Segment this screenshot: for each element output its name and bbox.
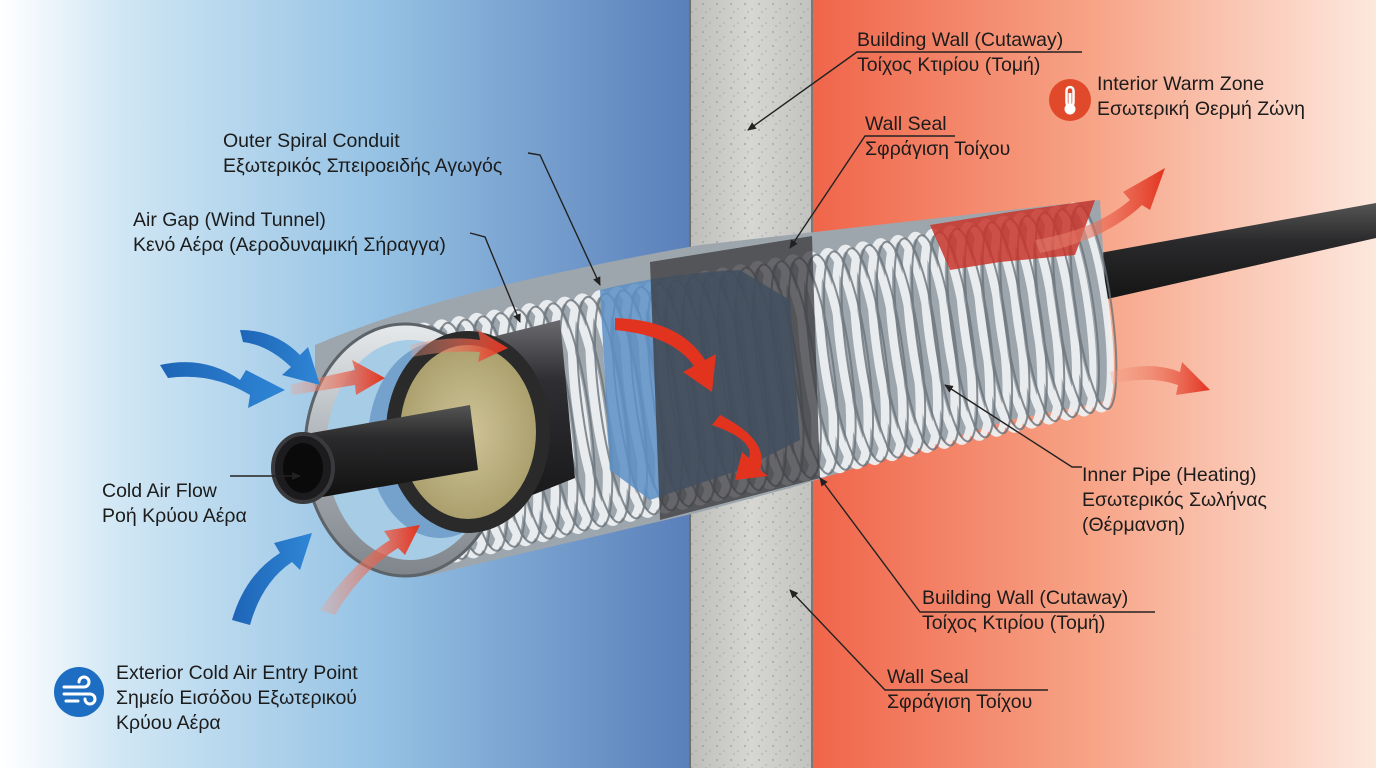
label-en: Building Wall (Cutaway) [922,587,1129,609]
label-en: Inner Pipe (Heating) [1082,464,1257,486]
label-en: Building Wall (Cutaway) [857,29,1064,51]
label-el: Κενό Αέρα (Αεροδυναμική Σήραγγα) [133,234,446,256]
conduit-rib-shadow [875,240,927,455]
label-inner-pipe: Inner Pipe (Heating) Εσωτερικός Σωλήνας … [1082,463,1267,538]
label-interior-warm-zone: Interior Warm Zone Εσωτερική Θερμή Ζώνη [1097,72,1305,122]
label-el-2: (Θέρμανση) [1082,514,1186,536]
conduit-rib-shadow [823,250,874,467]
label-el: Σημείο Εισόδου Εξωτερικού [116,687,357,709]
label-en: Exterior Cold Air Entry Point [116,662,358,684]
label-building-wall-top: Building Wall (Cutaway) Τοίχος Κτιρίου (… [857,28,1063,78]
label-el: Σφράγιση Τοίχου [887,691,1033,713]
label-en: Wall Seal [887,666,969,688]
label-el: Τοίχος Κτιρίου (Τομή) [857,54,1041,76]
label-exterior-entry: Exterior Cold Air Entry Point Σημείο Εισ… [116,661,358,736]
label-en: Interior Warm Zone [1097,73,1265,95]
label-wall-seal-bottom: Wall Seal Σφράγιση Τοίχου [887,665,1032,715]
conduit-rib-shadow [911,234,961,447]
thermometer-icon [1049,79,1091,121]
label-el: Εξωτερικός Σπειροειδής Αγωγός [223,155,503,177]
conduit-rib-shadow [840,247,892,463]
label-en: Wall Seal [865,113,947,135]
label-el-2: Κρύου Αέρα [116,712,221,734]
cold-air-arrows [160,330,320,625]
label-en: Cold Air Flow [102,480,217,502]
warm-air-arrows [290,168,1210,615]
label-outer-spiral-conduit: Outer Spiral Conduit Εξωτερικός Σπειροει… [223,129,502,179]
wind-icon [54,667,104,717]
label-en: Outer Spiral Conduit [223,130,400,152]
inner-pipe-left [271,320,575,533]
conduit-rib-shadow [858,243,909,459]
label-air-gap: Air Gap (Wind Tunnel) Κενό Αέρα (Αεροδυν… [133,208,446,258]
conduit-rib-shadow [893,237,944,451]
label-el: Σφράγιση Τοίχου [865,138,1011,160]
label-el: Ροή Κρύου Αέρα [102,505,247,527]
label-building-wall-bottom: Building Wall (Cutaway) Τοίχος Κτιρίου (… [922,586,1128,636]
label-el: Τοίχος Κτιρίου (Τομή) [922,612,1106,634]
label-wall-seal-top: Wall Seal Σφράγιση Τοίχου [865,112,1010,162]
label-el: Εσωτερική Θερμή Ζώνη [1097,98,1306,120]
wall-seal [650,236,820,520]
label-cold-air-flow: Cold Air Flow Ροή Κρύου Αέρα [102,479,247,529]
label-el: Εσωτερικός Σωλήνας [1082,489,1267,511]
label-en: Air Gap (Wind Tunnel) [133,209,326,231]
